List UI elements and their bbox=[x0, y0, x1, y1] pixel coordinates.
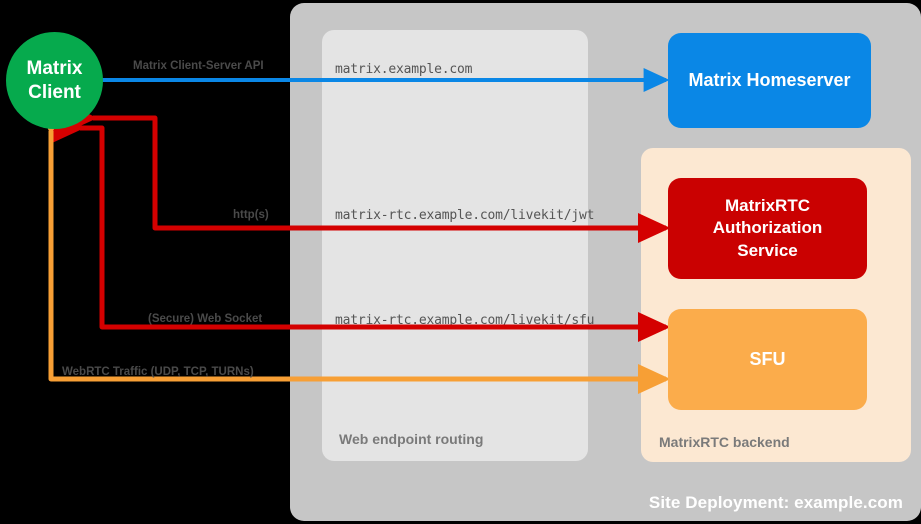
matrixrtc-backend-label: MatrixRTC backend bbox=[659, 434, 790, 450]
connection-label-webrtc-traffic: WebRTC Traffic (UDP, TCP, TURNs) bbox=[62, 366, 254, 378]
auth-service-label-line2: Authorization bbox=[712, 218, 823, 238]
site-deployment-label: Site Deployment: example.com bbox=[648, 493, 903, 512]
connection-label-https: http(s) bbox=[233, 209, 269, 221]
connection-webrtc-traffic bbox=[36, 103, 671, 394]
connection-https bbox=[65, 103, 671, 243]
auth-service-label-line3: Service bbox=[737, 240, 798, 260]
matrix-client-label: Matrix Client bbox=[27, 57, 83, 103]
node-matrix-homeserver[interactable]: Matrix Homeserver bbox=[668, 33, 871, 128]
web-endpoint-routing-label: Web endpoint routing bbox=[339, 431, 484, 447]
connection-label-secure-web-socket: (Secure) Web Socket bbox=[148, 313, 263, 325]
matrix-homeserver-label: Matrix Homeserver bbox=[688, 70, 851, 90]
node-matrixrtc-authorization-service[interactable]: MatrixRTC Authorization Service bbox=[668, 178, 867, 279]
matrix-client-label-line2: Client bbox=[28, 81, 81, 103]
matrix-client-label-line1: Matrix bbox=[26, 58, 83, 80]
matrixrtc-auth-service-label: MatrixRTC Authorization Service bbox=[713, 195, 823, 261]
sfu-label: SFU bbox=[749, 349, 786, 369]
node-matrix-client[interactable]: Matrix Client bbox=[6, 32, 103, 129]
auth-service-label-line1: MatrixRTC bbox=[724, 196, 810, 216]
connection-label-matrix-client-server-api: Matrix Client-Server API bbox=[133, 60, 264, 72]
node-sfu[interactable]: SFU bbox=[668, 309, 867, 410]
